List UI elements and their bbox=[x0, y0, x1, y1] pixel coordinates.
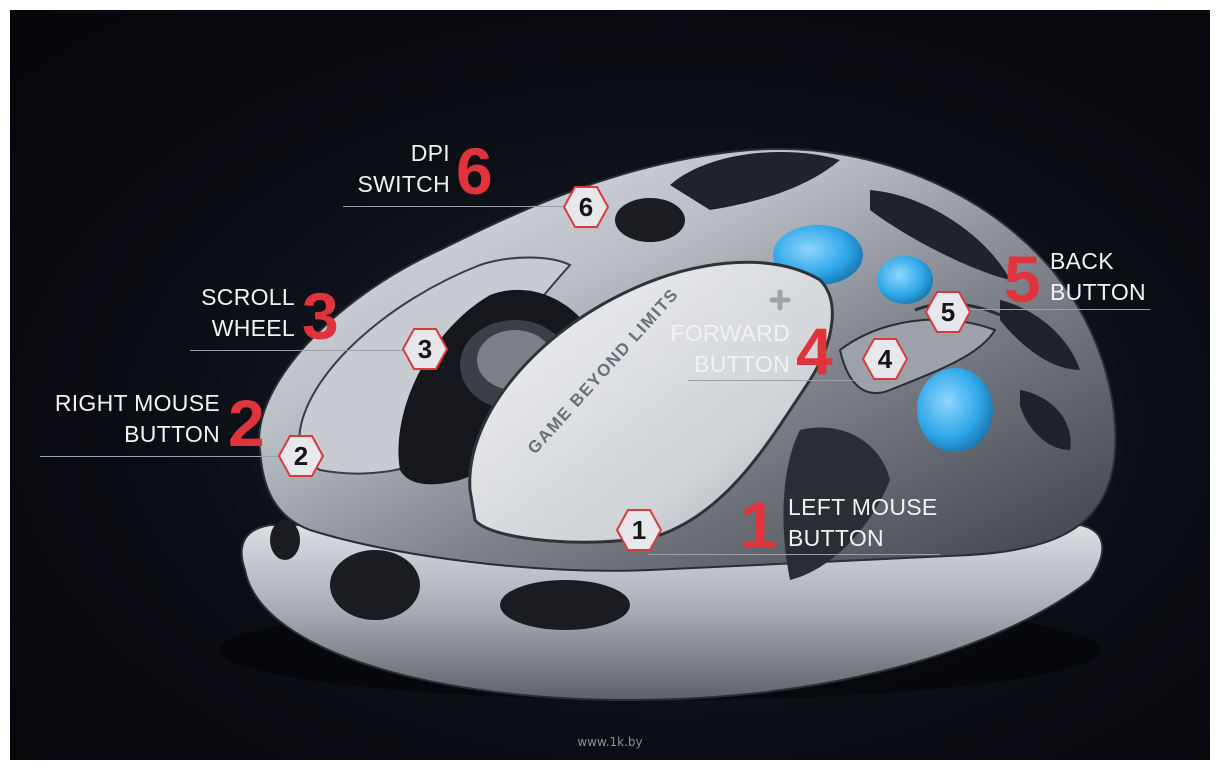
callout-1-label-line1: LEFT MOUSE bbox=[788, 494, 938, 520]
callout-4-marker: 4 bbox=[862, 338, 908, 380]
callout-4-number: 4 bbox=[796, 314, 833, 388]
callout-4-label-line1: FORWARD bbox=[670, 320, 790, 346]
callout-3-number: 3 bbox=[302, 279, 339, 353]
callout-5-label-line2: BUTTON bbox=[1050, 279, 1146, 305]
product-photo: GAME BEYOND LIMITS 1 LEFT MOUSE BUTTON 1… bbox=[10, 10, 1210, 760]
callout-4-label-line2: BUTTON bbox=[694, 351, 790, 377]
callout-1-label-line2: BUTTON bbox=[788, 525, 884, 551]
callout-3-leader bbox=[190, 350, 420, 351]
watermark: www.1k.by bbox=[577, 735, 643, 749]
callout-2-label-line1: RIGHT MOUSE bbox=[54, 390, 220, 416]
callout-1-leader bbox=[648, 554, 940, 555]
callout-5-leader bbox=[948, 309, 1150, 310]
callout-6-marker: 6 bbox=[563, 186, 609, 228]
callout-3-marker: 3 bbox=[402, 328, 448, 370]
callout-6-leader bbox=[343, 206, 585, 207]
callout-6-number: 6 bbox=[456, 134, 493, 208]
callout-5-label-line1: BACK bbox=[1050, 248, 1114, 274]
callout-6-label-line1: DPI bbox=[410, 140, 450, 166]
callout-6-label-line2: SWITCH bbox=[357, 171, 450, 197]
callout-2-marker: 2 bbox=[278, 435, 324, 477]
callout-5-number: 5 bbox=[1004, 242, 1041, 316]
callout-4-leader bbox=[688, 380, 883, 381]
callout-1-marker: 1 bbox=[616, 509, 662, 551]
callout-2-number: 2 bbox=[228, 386, 265, 460]
callout-3-label-line1: SCROLL bbox=[201, 284, 295, 310]
callout-5-marker: 5 bbox=[925, 291, 971, 333]
callout-2-label-line2: BUTTON bbox=[124, 421, 220, 447]
callout-3-label-line2: WHEEL bbox=[211, 315, 295, 341]
callout-1-number: 1 bbox=[740, 488, 777, 562]
callout-2-leader bbox=[40, 456, 302, 457]
mouse-illustration: GAME BEYOND LIMITS bbox=[220, 148, 1117, 702]
